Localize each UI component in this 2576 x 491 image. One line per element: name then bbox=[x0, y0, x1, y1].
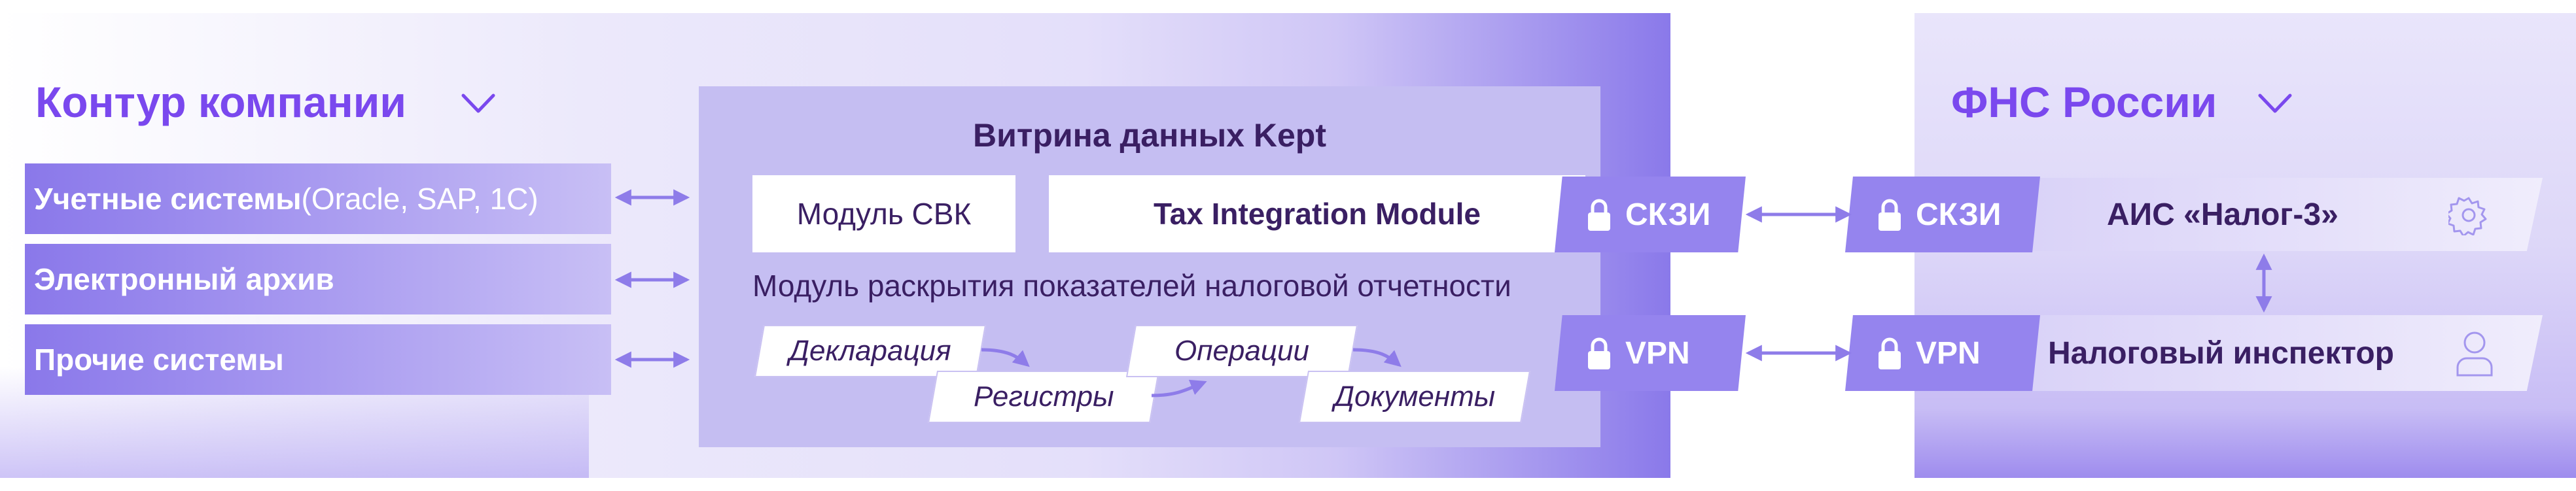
fns-title: ФНС России bbox=[1951, 78, 2217, 126]
lock-icon bbox=[1588, 199, 1610, 231]
system-bar-accounting: Учетные системы (Oracle, SAP, 1C) bbox=[25, 163, 611, 234]
vpn-left-badge: VPN bbox=[1555, 315, 1746, 391]
skzi-left-label: СКЗИ bbox=[1625, 197, 1711, 232]
chevron-down-icon[interactable] bbox=[2256, 92, 2294, 115]
chevron-down-icon[interactable] bbox=[459, 92, 497, 115]
gear-icon bbox=[2448, 197, 2487, 235]
vpn-right-label: VPN bbox=[1916, 335, 1981, 371]
lock-icon bbox=[1879, 337, 1901, 369]
skzi-right-badge: СКЗИ bbox=[1845, 177, 2040, 252]
system-bar-other: Прочие системы bbox=[25, 324, 611, 395]
arrow-icon bbox=[1352, 348, 1402, 367]
module-svk-box: Модуль СВК bbox=[752, 175, 1015, 252]
system-label-extra: (Oracle, SAP, 1C) bbox=[301, 182, 538, 216]
skzi-right-label: СКЗИ bbox=[1916, 197, 2002, 232]
system-label: Прочие системы bbox=[34, 343, 284, 377]
skzi-left-badge: СКЗИ bbox=[1555, 177, 1746, 252]
tax-inspector-bar: Налоговый инспектор bbox=[2015, 315, 2543, 391]
system-bar-archive: Электронный архив bbox=[25, 244, 611, 314]
user-icon bbox=[2456, 331, 2493, 377]
tax-inspector-label: Налоговый инспектор bbox=[2048, 335, 2394, 371]
arrow-icon bbox=[1151, 379, 1207, 398]
lock-icon bbox=[1588, 337, 1610, 369]
company-title: Контур компании bbox=[35, 78, 406, 126]
ais-nalog-label: АИС «Налог-3» bbox=[2107, 197, 2338, 232]
disclosure-module-label: Модуль раскрытия показателей налоговой о… bbox=[752, 269, 1511, 303]
showcase-title: Витрина данных Kept bbox=[973, 117, 1326, 154]
lock-icon bbox=[1879, 199, 1901, 231]
ais-nalog-bar: АИС «Налог-3» bbox=[2015, 178, 2543, 251]
tax-integration-module-box: Tax Integration Module bbox=[1049, 175, 1585, 252]
system-label: Электронный архив bbox=[34, 262, 334, 296]
system-label: Учетные системы bbox=[34, 182, 302, 216]
vpn-right-badge: VPN bbox=[1845, 315, 2040, 391]
arrow-icon bbox=[981, 348, 1030, 367]
vpn-left-label: VPN bbox=[1625, 335, 1690, 371]
